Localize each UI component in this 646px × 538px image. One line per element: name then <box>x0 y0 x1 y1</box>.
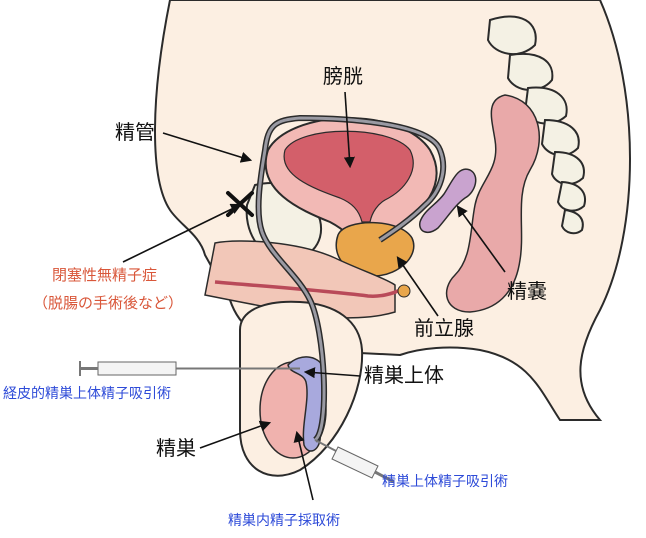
leader-lines <box>122 91 506 501</box>
label-prostate: 前立腺 <box>414 316 474 340</box>
urethra <box>214 280 401 298</box>
spine <box>486 15 586 235</box>
rectum <box>445 94 541 313</box>
label-seminal-vesicle: 精嚢 <box>507 279 547 303</box>
label-bladder: 膀胱 <box>323 64 363 88</box>
label-pesa: 経皮的精巣上体精子吸引術 <box>3 386 171 402</box>
bladder-lumen <box>283 130 414 223</box>
label-mesa: 精巣上体精子吸引術 <box>382 474 508 490</box>
syringe-icon <box>79 361 300 376</box>
label-epididymis: 精巣上体 <box>364 363 444 387</box>
label-tese: 精巣内精子採取術 <box>228 513 340 529</box>
label-obstructive-azoospermia: 閉塞性無精子症 <box>52 266 158 284</box>
label-testis: 精巣 <box>156 436 196 460</box>
cowper-gland <box>397 284 411 298</box>
label-obstruction-causes: （脱腸の手術後など） <box>33 294 184 312</box>
seminal-vesicle <box>419 168 477 233</box>
label-vas-deferens: 精管 <box>115 120 155 144</box>
syringe-icon-lower <box>314 439 395 484</box>
